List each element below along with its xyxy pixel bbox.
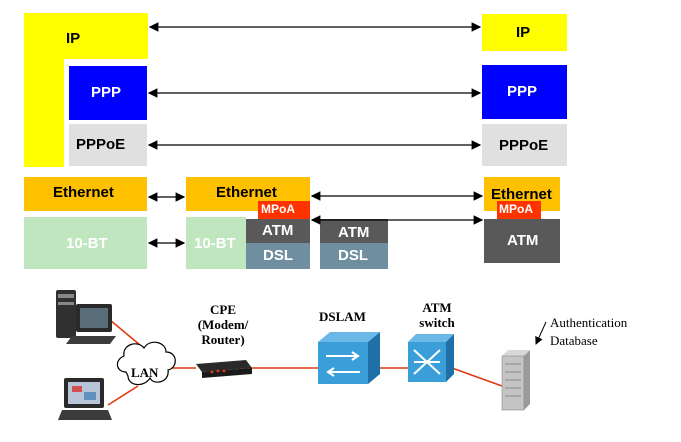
right-pppoe-label: PPPoE [499, 137, 549, 154]
atm-switch-label: ATM switch [410, 300, 464, 330]
atm-switch-label-line2: switch [419, 315, 455, 330]
left-ethernet-label: Ethernet [53, 184, 114, 201]
left-ip-label: IP [66, 30, 81, 47]
left-ppp-label: PPP [91, 84, 122, 101]
left-ip-layer-stem [24, 59, 64, 167]
cpe-device-label: CPE (Modem/ Router) [188, 302, 258, 347]
auth-label-line2: Database [550, 333, 598, 348]
right-ppp-label: PPP [507, 83, 538, 100]
atm-switch-icon [408, 334, 454, 382]
right-mpoa-layer [497, 201, 541, 219]
left-ethernet-layer [24, 177, 147, 211]
cpe-atm-label: ATM [262, 222, 294, 239]
lan-cloud-icon [116, 341, 176, 386]
left-pppoe-label: PPPoE [76, 136, 126, 153]
right-atm-layer [484, 219, 560, 263]
cpe-dsl-layer [246, 243, 310, 269]
auth-database-label: Authentication Database [550, 314, 627, 350]
right-ppp-layer [482, 65, 567, 119]
left-ppp-layer [69, 66, 147, 120]
left-ip-layer [24, 13, 148, 59]
right-ethernet-label: Ethernet [491, 186, 552, 203]
cpe-dsl-label: DSL [263, 247, 293, 264]
dslam-dsl-label: DSL [338, 247, 368, 264]
dslam-atm-label: ATM [338, 224, 370, 241]
cpe-10bt-label: 10-BT [194, 235, 236, 252]
left-10bt-layer [24, 217, 147, 269]
right-atm-label: ATM [507, 232, 539, 249]
auth-label-line1: Authentication [550, 315, 628, 330]
right-mpoa-label: MPoA [499, 202, 533, 216]
right-ip-label: IP [516, 24, 531, 41]
modem-router-icon [196, 360, 252, 378]
network-links [107, 319, 503, 406]
cpe-10bt-layer [186, 217, 246, 269]
cpe-mpoa-label: MPoA [261, 202, 295, 216]
auth-pointer-line [535, 321, 547, 345]
left-10bt-label: 10-BT [66, 235, 108, 252]
cpe-mpoa-layer [258, 201, 310, 219]
laptop-icon [58, 378, 112, 420]
server-icon [501, 350, 530, 411]
atm-switch-label-line1: ATM [422, 300, 452, 315]
left-pppoe-layer [69, 124, 147, 166]
dslam-label: DSLAM [319, 309, 366, 324]
cpe-label-line2: (Modem/ [197, 317, 249, 332]
dslam-dsl-layer [320, 243, 388, 269]
lan-label: LAN [131, 365, 159, 380]
right-pppoe-layer [482, 124, 567, 166]
dslam-icon [318, 332, 380, 384]
cpe-label-line3: Router) [201, 332, 245, 347]
desktop-computer-icon [56, 290, 116, 344]
cpe-label-line1: CPE [210, 302, 236, 317]
cpe-ethernet-label: Ethernet [216, 184, 277, 201]
cpe-atm-layer [246, 219, 310, 243]
right-ip-layer [482, 14, 567, 51]
